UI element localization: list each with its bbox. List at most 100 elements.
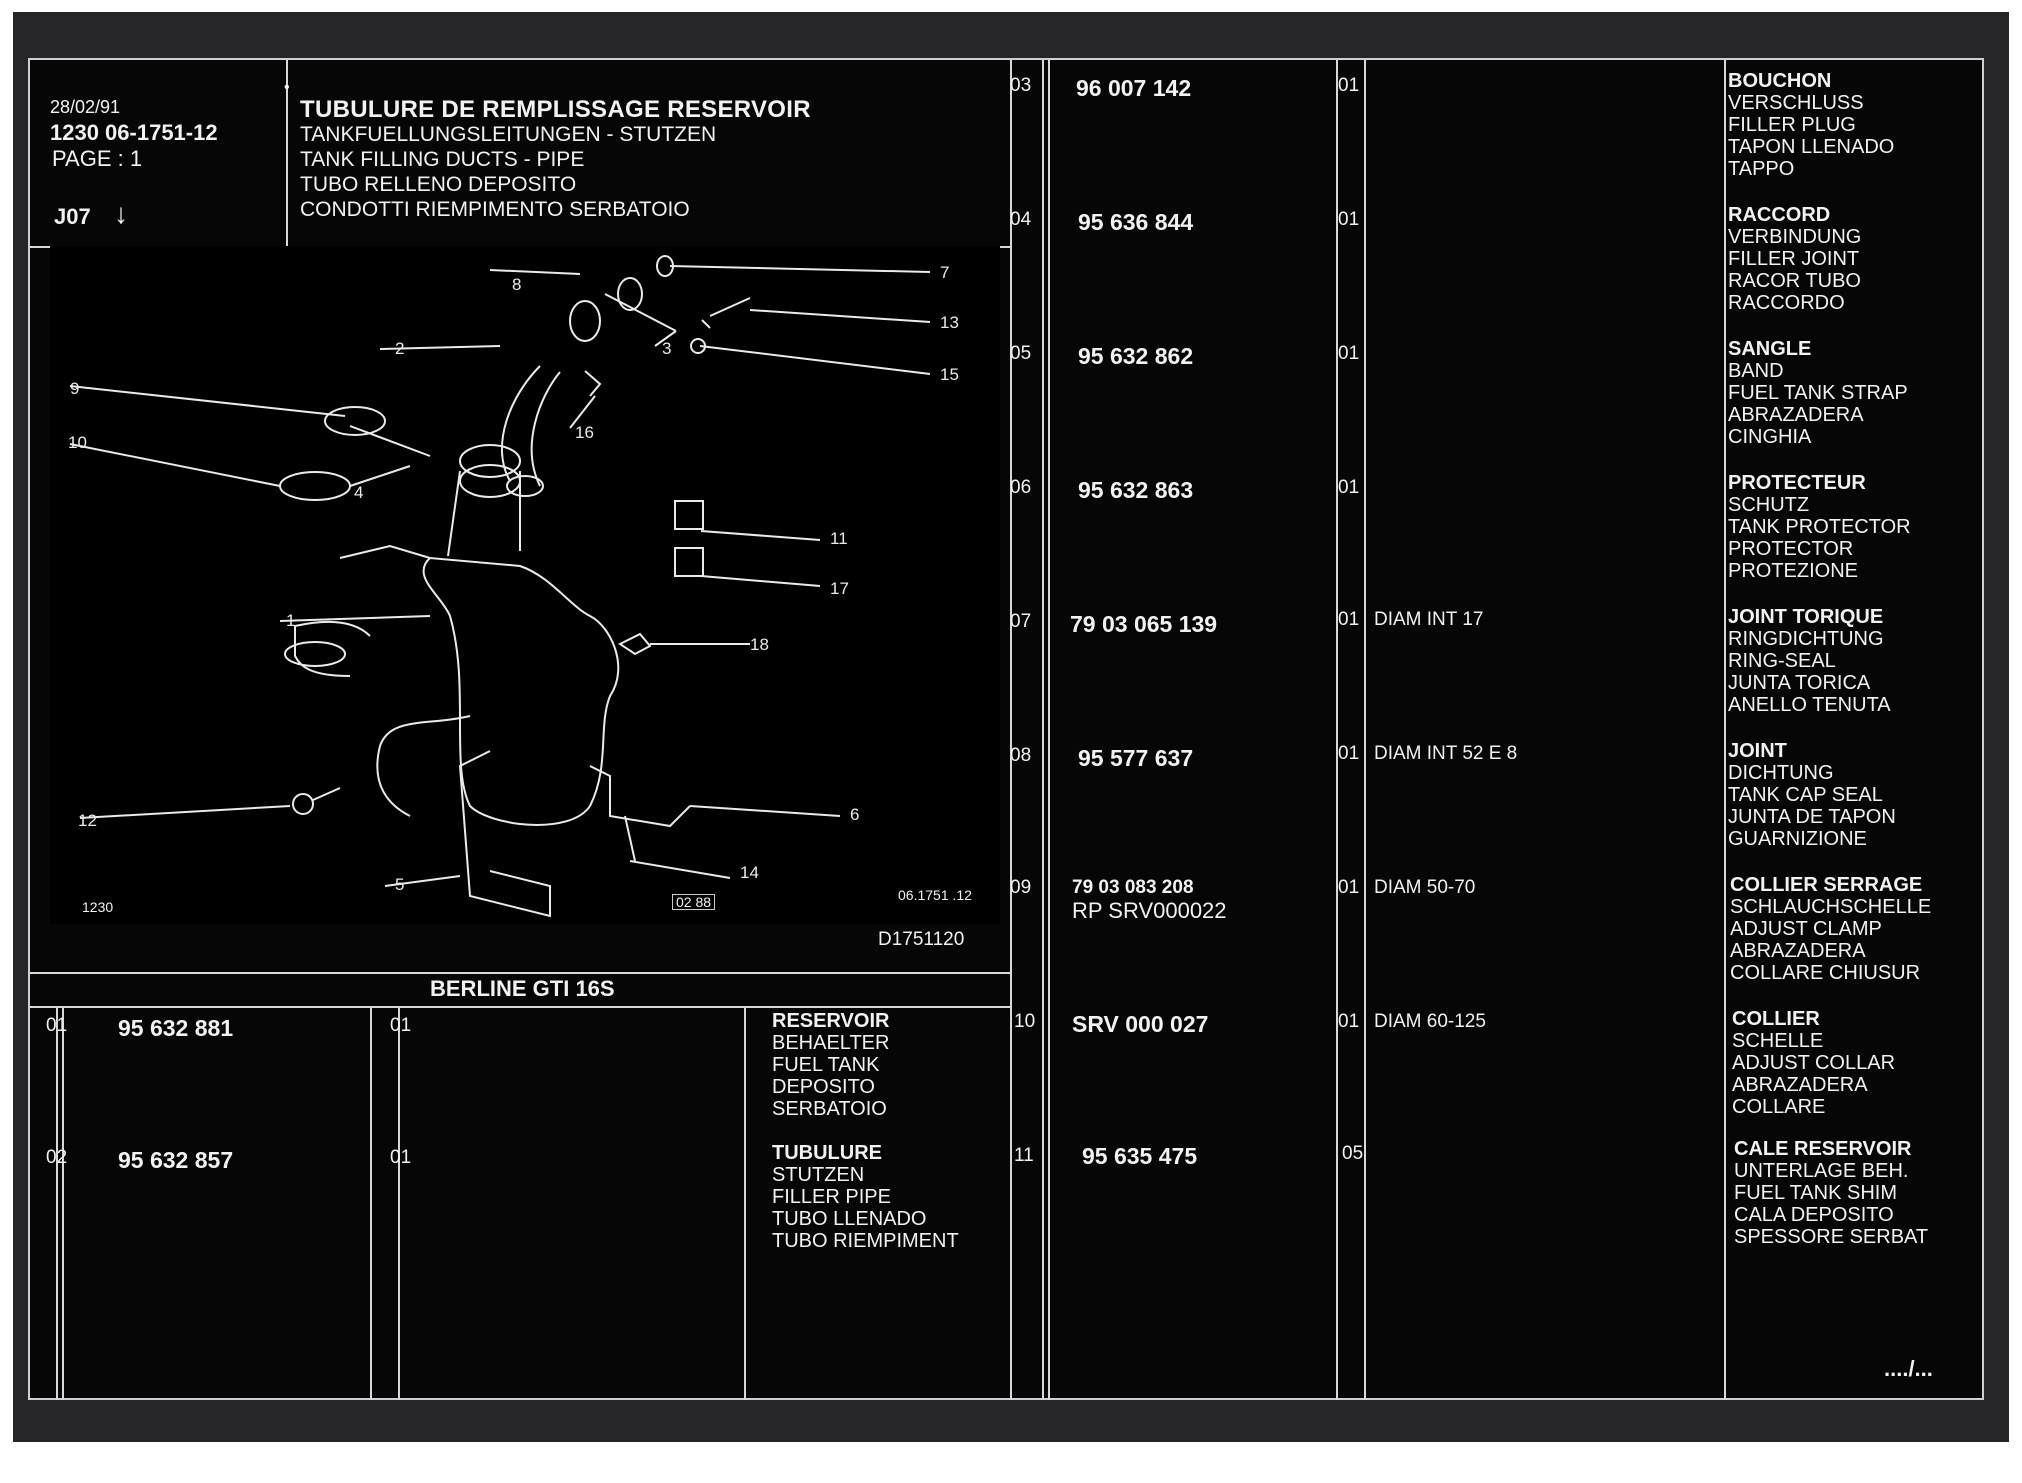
figure-stamp: 02 88 [672, 894, 716, 910]
figure-code: 1230 [82, 899, 114, 915]
lower-col-index-2 [62, 1006, 64, 1400]
row-index: 04 [1010, 209, 1032, 230]
part-number: 95 577 637 [1078, 745, 1194, 771]
part-number: 95 632 863 [1078, 477, 1194, 503]
column-divider-left [1010, 60, 1012, 1400]
callout-16: 16 [575, 423, 594, 442]
part-note: DIAM 50-70 [1374, 877, 1476, 898]
title-line-en: TANK FILLING DUCTS - PIPE [300, 148, 585, 171]
callout-14: 14 [740, 863, 759, 882]
callout-15: 15 [940, 365, 959, 384]
title-line-it: CONDOTTI RIEMPIMENTO SERBATOIO [300, 198, 690, 221]
row-index: 01 [46, 1015, 68, 1036]
column-divider-desc [1724, 60, 1726, 1400]
callout-7: 7 [940, 263, 949, 282]
callout-11: 11 [830, 529, 848, 548]
callout-12: 12 [78, 811, 97, 830]
quantity: 01 [1338, 343, 1360, 364]
lower-col-desc [744, 1006, 746, 1400]
part-note: DIAM INT 52 E 8 [1374, 743, 1518, 764]
diagram-svg: 2 8 3 7 13 15 9 10 16 4 11 17 1 18 6 12 … [68, 255, 959, 918]
title-line-es: TUBO RELLENO DEPOSITO [300, 173, 577, 196]
catalog-reference: 1230 06-1751-12 [50, 120, 218, 145]
column-divider-index [1042, 60, 1044, 1400]
row-index: 06 [1010, 477, 1032, 498]
part-number: 79 03 065 139 [1070, 611, 1218, 637]
part-number: 96 007 142 [1076, 75, 1192, 101]
figure-ref: 06.1751 .12 [898, 887, 972, 903]
column-divider-note [1364, 60, 1366, 1400]
figure-bottom-rule [30, 972, 1010, 974]
lower-col-qty [370, 1006, 372, 1400]
tank-outlet [284, 641, 346, 667]
callout-18: 18 [750, 635, 769, 654]
callout-4: 4 [354, 483, 363, 502]
quantity: 01 [1338, 75, 1360, 96]
screw-14 [624, 815, 636, 862]
part-number: 95 635 475 [1082, 1143, 1198, 1169]
part-number: 95 632 881 [118, 1015, 234, 1041]
bullet-icon: • [284, 79, 290, 96]
row-index: 05 [1010, 343, 1032, 364]
callout-2: 2 [395, 339, 404, 358]
protector-11 [674, 500, 704, 530]
screw-13 [701, 297, 751, 329]
callout-6: 6 [850, 805, 859, 824]
callout-5: 5 [395, 875, 404, 894]
title-line-de: TANKFUELLUNGSLEITUNGEN - STUTZEN [300, 123, 717, 146]
column-divider-qty [1336, 60, 1338, 1400]
lower-col-note [398, 1006, 400, 1400]
model-name: BERLINE GTI 16S [430, 976, 615, 1001]
group-code: J07 [54, 204, 91, 229]
part-number: SRV 000 027 [1072, 1011, 1209, 1037]
row-index: 07 [1010, 611, 1032, 632]
clip-18 [618, 632, 652, 656]
bolt-12 [292, 793, 314, 815]
strap-5 [458, 750, 551, 918]
row-index: 03 [1010, 75, 1032, 96]
part-note: DIAM INT 17 [1374, 609, 1484, 630]
exploded-diagram: 2 8 3 7 13 15 9 10 16 4 11 17 1 18 6 12 … [50, 246, 1000, 924]
row-index: 09 [1010, 877, 1032, 898]
quantity: 01 [390, 1015, 412, 1036]
filler-pipe-shape [501, 365, 561, 487]
callout-17: 17 [830, 579, 849, 598]
protector-17 [674, 547, 704, 577]
quantity: 01 [1338, 609, 1360, 630]
column-divider-index-2 [1048, 60, 1050, 1400]
row-index: 08 [1010, 745, 1032, 766]
hose-coupling [459, 444, 521, 478]
clamp-10 [279, 471, 351, 501]
part-number: 79 03 083 208 [1072, 877, 1194, 898]
drawing-number: D1751120 [878, 929, 965, 950]
quantity: 01 [1338, 877, 1360, 898]
lower-col-index [56, 1006, 58, 1400]
clamp-9 [324, 406, 386, 436]
callout-1: 1 [286, 611, 295, 630]
row-index: 02 [46, 1147, 68, 1168]
row-index: 11 [1014, 1145, 1034, 1166]
catalog-date: 28/02/91 [50, 97, 121, 117]
part-note: DIAM 60-125 [1374, 1011, 1486, 1032]
model-bottom-rule [30, 1006, 1010, 1008]
quantity: 01 [1338, 743, 1360, 764]
filler-ring [569, 300, 601, 342]
down-arrow-icon: ↓ [114, 198, 128, 229]
filler-cap [617, 277, 643, 311]
quantity: 01 [1338, 209, 1360, 230]
part-number: 95 632 857 [118, 1147, 234, 1173]
tank-neck-shape [294, 620, 371, 677]
quantity: 05 [1342, 1143, 1364, 1164]
part-number-replacement: RP SRV000022 [1072, 898, 1227, 923]
callout-13: 13 [940, 313, 959, 332]
callout-8: 8 [512, 275, 521, 294]
